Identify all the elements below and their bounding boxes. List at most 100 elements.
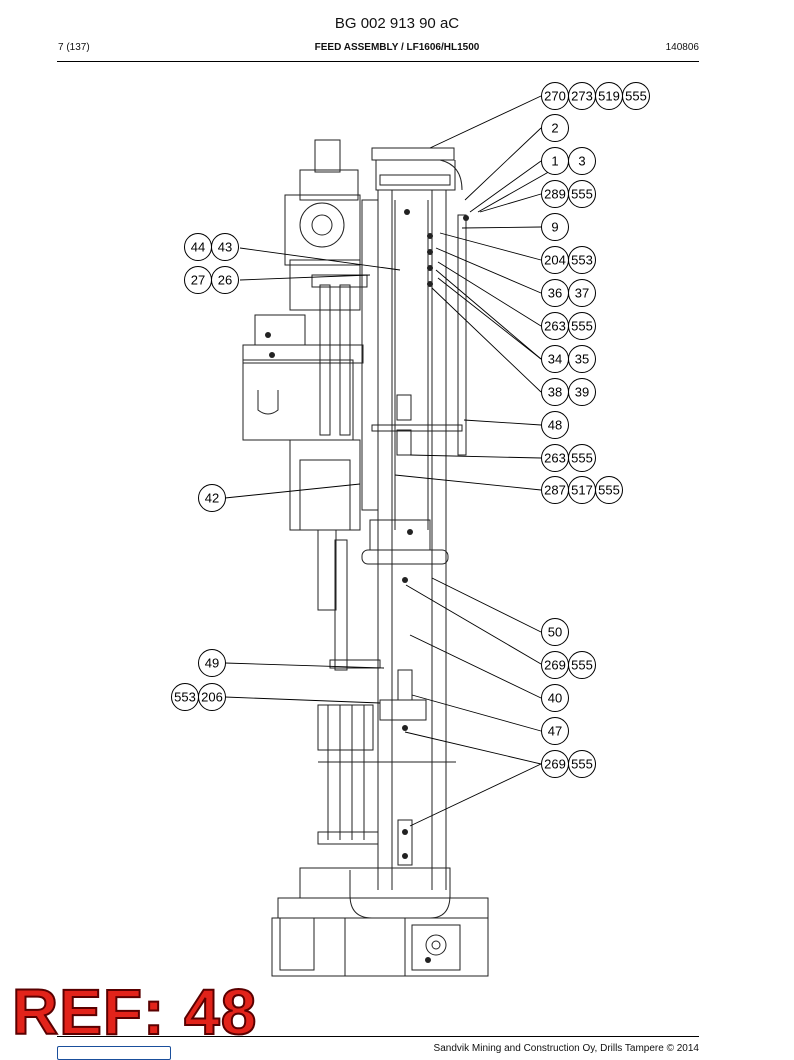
callout-label: 289 — [544, 187, 566, 202]
callout-circle — [568, 279, 596, 307]
callout-circle — [568, 147, 596, 175]
callout-group: 42 — [198, 484, 226, 512]
callout-circle — [568, 246, 596, 274]
callout-label: 287 — [544, 483, 566, 498]
sandvik-logo-icon — [57, 1046, 171, 1060]
callout-circle — [198, 649, 226, 677]
footer-rule — [57, 1036, 699, 1037]
callout-group: 9 — [541, 213, 569, 241]
callout-group: 270 273 519 555 — [541, 82, 650, 110]
callout-label: 206 — [201, 690, 223, 705]
callout-circle — [568, 750, 596, 778]
callout-group: 2 — [541, 114, 569, 142]
callout-group: 44 43 — [184, 233, 239, 261]
callout-circle — [568, 312, 596, 340]
callout-label: 48 — [548, 418, 562, 433]
callout-group: 263 555 — [541, 312, 596, 340]
callout-group: 204 553 — [541, 246, 596, 274]
document-code: BG 002 913 90 aC — [334, 15, 460, 32]
callout-group: 263 555 — [541, 444, 596, 472]
callout-label: 39 — [575, 385, 589, 400]
header-rule — [57, 61, 699, 62]
callout-group: 269 555 — [541, 750, 596, 778]
callout-group: 48 — [541, 411, 569, 439]
callout-label: 2 — [551, 121, 558, 136]
callout-circle — [211, 233, 239, 261]
callout-label: 37 — [575, 286, 589, 301]
date-code: 140806 — [665, 42, 699, 53]
callout-label: 263 — [544, 451, 566, 466]
callout-label: 555 — [571, 757, 593, 772]
callout-group: 36 37 — [541, 279, 596, 307]
callout-circle — [541, 411, 569, 439]
callout-label: 26 — [218, 273, 232, 288]
callout-label: 1 — [551, 154, 558, 169]
callout-label: 519 — [598, 89, 620, 104]
callout-group: 34 35 — [541, 345, 596, 373]
callout-label: 40 — [548, 691, 562, 706]
callout-circle — [568, 651, 596, 679]
page-number: 7 (137) — [58, 42, 90, 53]
callout-circle — [595, 476, 623, 504]
callout-label: 47 — [548, 724, 562, 739]
callout-label: 34 — [548, 352, 562, 367]
callout-circle — [622, 82, 650, 110]
callout-label: 269 — [544, 658, 566, 673]
callout-group: 289 555 — [541, 180, 596, 208]
callout-group: 287 517 555 — [541, 476, 623, 504]
callout-label: 273 — [571, 89, 593, 104]
callout-label: 269 — [544, 757, 566, 772]
callout-group: 38 39 — [541, 378, 596, 406]
callout-group: 553 206 — [171, 683, 226, 711]
ref-stamp: REF: 48 — [11, 976, 258, 1048]
callout-label: 50 — [548, 625, 562, 640]
callout-label: 555 — [625, 89, 647, 104]
callout-label: 36 — [548, 286, 562, 301]
callout-label: 555 — [571, 187, 593, 202]
callout-label: 38 — [548, 385, 562, 400]
callout-circle — [541, 684, 569, 712]
callout-label: 555 — [571, 319, 593, 334]
callout-circle — [211, 266, 239, 294]
callout-circle — [541, 213, 569, 241]
callout-label: 517 — [571, 483, 593, 498]
callout-label: 555 — [571, 451, 593, 466]
callout-label: 43 — [218, 240, 232, 255]
callout-circle — [198, 683, 226, 711]
callout-circle — [541, 114, 569, 142]
callout-label: 263 — [544, 319, 566, 334]
callout-label: 9 — [551, 220, 558, 235]
callout-label: 44 — [191, 240, 205, 255]
callout-group: 50 — [541, 618, 569, 646]
callout-label: 270 — [544, 89, 566, 104]
callout-label: 553 — [571, 253, 593, 268]
callout-circle — [541, 618, 569, 646]
bolt-heads — [265, 209, 469, 963]
callout-group: 269 555 — [541, 651, 596, 679]
callout-group: 40 — [541, 684, 569, 712]
callout-label: 3 — [578, 154, 585, 169]
callout-circle — [568, 378, 596, 406]
drawing-title: FEED ASSEMBLY / LF1606/HL1500 — [314, 42, 480, 53]
footer-copyright: Sandvik Mining and Construction Oy, Dril… — [433, 1043, 699, 1054]
callout-label: 555 — [571, 658, 593, 673]
callout-label: 553 — [174, 690, 196, 705]
leader-lines — [224, 95, 569, 827]
callout-label: 35 — [575, 352, 589, 367]
callout-label: 49 — [205, 656, 219, 671]
callout-label: 27 — [191, 273, 205, 288]
callout-label: 204 — [544, 253, 566, 268]
callout-group: 49 — [198, 649, 226, 677]
callout-circle — [568, 444, 596, 472]
callout-group: 47 — [541, 717, 569, 745]
callout-circle — [568, 345, 596, 373]
callout-circle — [198, 484, 226, 512]
callout-label: 555 — [598, 483, 620, 498]
callout-circle — [541, 717, 569, 745]
callout-group: 27 26 — [184, 266, 239, 294]
callout-label: 42 — [205, 491, 219, 506]
callout-circle — [568, 180, 596, 208]
